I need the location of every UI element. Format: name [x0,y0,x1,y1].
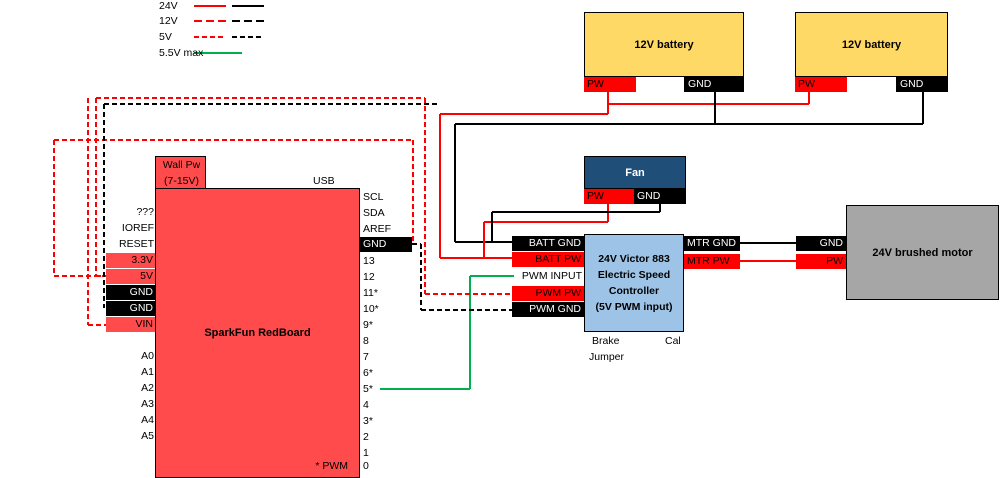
battery-2-title: 12V battery [841,38,902,51]
pin-a4: A4 [141,414,154,426]
esc-pwm-pw-terminal: PWM PW [512,286,584,301]
pin-a0: A0 [141,350,154,362]
esc-title-line4: (5V PWM input) [595,301,673,313]
esc-batt-pw-terminal: BATT PW [512,252,584,267]
battery-2-pw-terminal: PW [795,77,847,92]
esc-batt-gnd-terminal: BATT GND [512,236,584,251]
fan: Fan [584,156,686,189]
pin-reset: RESET [118,238,154,250]
pin-d1: 1 [363,447,369,459]
pin-d3: 3* [363,415,373,427]
legend-24v-label: 24V [159,0,178,12]
fan-title: Fan [625,166,645,179]
pin-3v3: 3.3V [106,253,155,268]
motor-title: 24V brushed motor [872,246,973,259]
pin-d6: 6* [363,367,373,379]
pin-sda: SDA [363,207,385,219]
esc-title-line3: Controller [608,285,660,297]
pin-d13: 13 [363,255,375,267]
redboard: SparkFun RedBoard [155,188,360,478]
esc-mtr-gnd-terminal: MTR GND [684,236,740,251]
brushed-motor: 24V brushed motor [846,205,999,300]
battery-1-title: 12V battery [634,38,694,51]
legend-5v-label: 5V [159,31,172,43]
speed-controller: 24V Victor 883 Electric Speed Controller… [584,234,684,332]
pin-aref: AREF [363,223,392,235]
wall-power-jack: Wall Pw (7-15V) [155,156,206,189]
pin-gnd-right: GND [360,237,412,252]
esc-title-line1: 24V Victor 883 [598,253,670,265]
battery-2-gnd-terminal: GND [896,77,948,92]
pin-d4: 4 [363,399,369,411]
pin-d12: 12 [363,271,375,283]
pin-d9: 9* [363,319,373,331]
pin-d10: 10* [363,303,379,315]
pin-d2: 2 [363,431,369,443]
pin-vin: VIN [106,317,155,332]
fan-gnd-terminal: GND [634,189,686,204]
pin-a2: A2 [141,382,154,394]
wall-pw-range: (7-15V) [163,175,199,187]
pin-d5: 5* [363,383,373,395]
pin-d7: 7 [363,351,369,363]
fan-pw-terminal: PW [584,189,634,204]
redboard-title: SparkFun RedBoard [204,327,311,339]
motor-pw-terminal: PW [796,254,846,269]
pin-scl: SCL [363,191,384,203]
pin-a3: A3 [141,398,154,410]
pin-ioref: IOREF [121,222,154,234]
battery-1: 12V battery [584,12,744,77]
esc-pwm-gnd-terminal: PWM GND [512,302,584,317]
legend-12v-label: 12V [159,15,178,27]
pin-gnd-1: GND [106,285,155,300]
wall-pw-label: Wall Pw [162,159,201,171]
pin-5v: 5V [106,269,155,284]
esc-brake-label: Brake [592,335,620,347]
battery-2: 12V battery [795,12,948,77]
pin-a5: A5 [141,430,154,442]
pin-d8: 8 [363,335,369,347]
battery-1-gnd-terminal: GND [684,77,744,92]
pwm-note: * PWM [315,460,348,472]
pin-unknown: ??? [136,206,154,218]
esc-title-line2: Electric Speed [597,269,671,281]
esc-jumper-label: Jumper [589,351,625,363]
pin-d11: 11* [363,287,378,299]
pin-gnd-2: GND [106,301,155,316]
esc-cal-label: Cal [665,335,681,347]
pin-a1: A1 [141,366,154,378]
motor-gnd-terminal: GND [796,236,846,251]
esc-pwm-input-label: PWM INPUT [521,270,582,282]
legend-55v-label: 5.5V max [159,47,204,59]
pin-d0: 0 [363,460,369,472]
usb-label: USB [313,175,335,187]
esc-mtr-pw-terminal: MTR PW [684,254,740,269]
battery-1-pw-terminal: PW [584,77,636,92]
